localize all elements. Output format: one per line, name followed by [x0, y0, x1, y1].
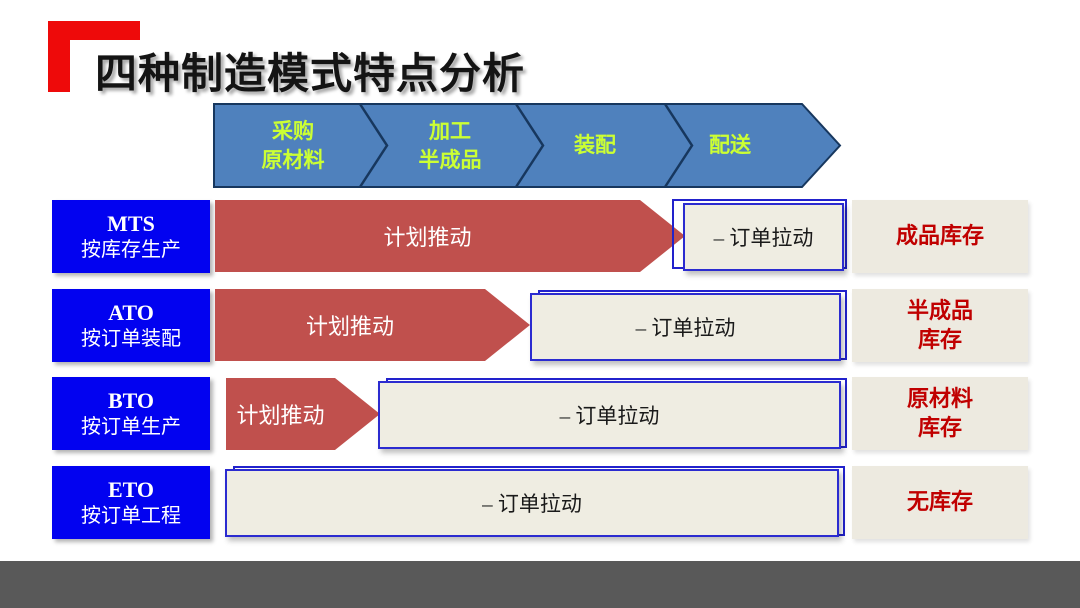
push-label: 计划推动 [305, 314, 394, 339]
push-arrow-ato: 计划推动 [215, 289, 530, 361]
pull-label: – 订单拉动 [635, 316, 736, 340]
process-arrow-bar [213, 103, 842, 188]
stage-label-line: 原材料 [261, 147, 325, 172]
stage-label-line: 加工 [429, 119, 471, 144]
pull-label: – 订单拉动 [559, 404, 660, 428]
title-accent-bracket-top [48, 21, 140, 40]
mode-code: ATO [108, 300, 154, 326]
process-stage-processing: 加工 半成品 [375, 103, 525, 188]
pull-box-eto: – 订单拉动 [225, 469, 839, 537]
mode-label-ato: ATO 按订单装配 [52, 289, 210, 362]
mode-code: ETO [107, 477, 155, 503]
mode-label-bto: BTO 按订单生产 [52, 377, 210, 450]
page-title: 四种制造模式特点分析 [95, 52, 526, 98]
inventory-label: 半成品 [906, 297, 973, 323]
mode-code: MTS [107, 211, 155, 237]
mode-label-eto: ETO 按订单工程 [52, 466, 210, 539]
pull-box-mts: – 订单拉动 [683, 203, 844, 271]
pull-label: – 订单拉动 [713, 226, 814, 250]
process-stage-assembly: 装配 [525, 103, 665, 188]
inventory-box-mts: 成品库存 [852, 200, 1028, 273]
mode-name: 按库存生产 [81, 238, 181, 261]
mode-code: BTO [107, 388, 155, 414]
stage-label-line: 采购 [272, 119, 314, 144]
inventory-label: 库存 [917, 414, 962, 440]
inventory-box-ato: 半成品 库存 [852, 289, 1028, 362]
pull-label: – 订单拉动 [482, 492, 582, 516]
pull-box-bto: – 订单拉动 [378, 381, 841, 449]
title-accent-bracket-left [48, 21, 70, 92]
mode-name: 按订单生产 [81, 415, 181, 438]
pull-box-ato: – 订单拉动 [530, 293, 841, 361]
stage-label-line: 装配 [574, 133, 616, 158]
footer-bar [0, 561, 1080, 608]
mode-label-mts: MTS 按库存生产 [52, 200, 210, 273]
inventory-label: 成品库存 [895, 223, 984, 249]
push-arrow-mts: 计划推动 [215, 200, 685, 272]
inventory-box-eto: 无库存 [852, 466, 1028, 539]
stage-label-line: 半成品 [418, 147, 482, 172]
process-stage-procurement: 采购 原材料 [213, 103, 373, 188]
push-label: 计划推动 [383, 225, 472, 250]
inventory-label: 库存 [917, 326, 962, 352]
mode-name: 按订单装配 [81, 327, 181, 350]
stage-label-line: 配送 [709, 133, 751, 158]
process-stage-delivery: 配送 [660, 103, 800, 188]
inventory-label: 无库存 [906, 489, 973, 515]
inventory-label: 原材料 [906, 385, 973, 411]
push-label: 计划推动 [236, 403, 325, 428]
mode-name: 按订单工程 [81, 504, 181, 527]
push-arrow-bto: 计划推动 [226, 378, 380, 450]
inventory-box-bto: 原材料 库存 [852, 377, 1028, 450]
